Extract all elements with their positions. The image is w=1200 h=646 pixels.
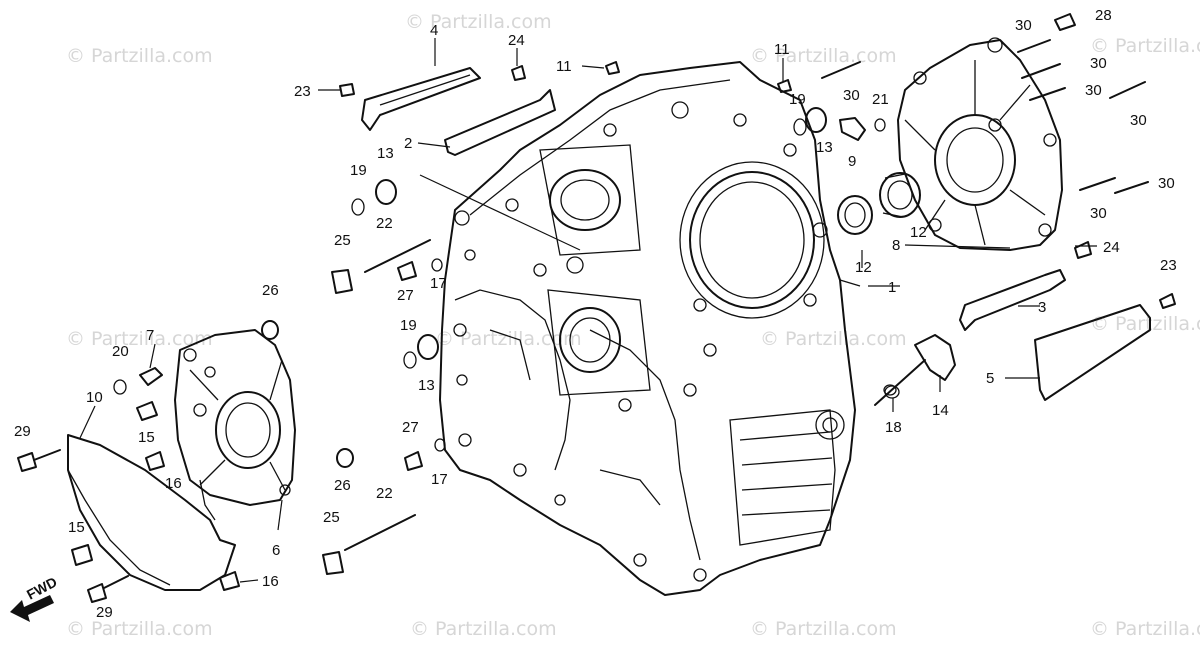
small-parts	[17, 13, 1176, 603]
leader-lines	[79, 38, 1097, 583]
callout-8: 8	[892, 237, 900, 254]
callout-28: 28	[1095, 7, 1112, 24]
callout-14: 14	[932, 402, 949, 419]
watermark: © Partzilla.com	[66, 328, 213, 350]
callout-12: 12	[910, 224, 927, 241]
callout-15: 15	[68, 519, 85, 536]
oil-seals	[837, 172, 921, 235]
callout-27: 27	[402, 419, 419, 436]
callout-29: 29	[96, 604, 113, 621]
callout-13: 13	[816, 139, 833, 156]
watermarks: © Partzilla.com © Partzilla.com © Partzi…	[66, 11, 1200, 640]
watermark: © Partzilla.com	[66, 618, 213, 640]
turbo-logo-text: CX TURBO	[1055, 334, 1120, 370]
callout-13: 13	[377, 145, 394, 162]
callout-15: 15	[138, 429, 155, 446]
callout-17: 17	[431, 471, 448, 488]
callout-30: 30	[843, 87, 860, 104]
callout-23: 23	[1160, 257, 1177, 274]
callout-26: 26	[334, 477, 351, 494]
callout-19: 19	[789, 91, 806, 108]
watermark: © Partzilla.com	[750, 618, 897, 640]
callout-6: 6	[272, 542, 280, 559]
callout-11: 11	[774, 41, 790, 58]
watermark: © Partzilla.com	[760, 328, 907, 350]
callouts: 4 24 11 11 30 28 30 30 30 30 30 30 30 23…	[14, 7, 1177, 621]
callout-19: 19	[400, 317, 417, 334]
watermark: © Partzilla.com	[1090, 618, 1200, 640]
rear-cover	[897, 37, 1063, 251]
callout-30: 30	[1130, 112, 1147, 129]
callout-30: 30	[1090, 55, 1107, 72]
callout-9: 9	[848, 153, 856, 170]
callout-2: 2	[404, 135, 412, 152]
callout-27: 27	[397, 287, 414, 304]
watermark: © Partzilla.com	[410, 618, 557, 640]
callout-17: 17	[430, 275, 447, 292]
watermark: © Partzilla.com	[405, 11, 552, 33]
callout-30: 30	[1090, 205, 1107, 222]
upper-brackets	[361, 67, 556, 156]
callout-20: 20	[112, 343, 129, 360]
callout-25: 25	[334, 232, 351, 249]
crankcase	[439, 61, 856, 596]
callout-13: 13	[418, 377, 435, 394]
callout-3: 3	[1038, 299, 1046, 316]
watermark: © Partzilla.com	[435, 328, 582, 350]
callout-1: 1	[888, 279, 896, 296]
callout-18: 18	[885, 419, 902, 436]
watermark: © Partzilla.com	[750, 45, 897, 67]
callout-19: 19	[350, 162, 367, 179]
callout-16: 16	[165, 475, 182, 492]
callout-10: 10	[86, 389, 103, 406]
callout-7: 7	[146, 327, 154, 344]
fwd-arrow: FWD	[10, 574, 60, 622]
callout-23: 23	[294, 83, 311, 100]
callout-4: 4	[430, 22, 438, 39]
callout-30: 30	[1085, 82, 1102, 99]
callout-29: 29	[14, 423, 31, 440]
callout-5: 5	[986, 370, 994, 387]
fwd-label: FWD	[24, 574, 60, 603]
callout-30: 30	[1158, 175, 1175, 192]
callout-22: 22	[376, 215, 393, 232]
callout-12: 12	[855, 259, 872, 276]
callout-26: 26	[262, 282, 279, 299]
callout-30: 30	[1015, 17, 1032, 34]
callout-24: 24	[508, 32, 525, 49]
callout-24: 24	[1103, 239, 1120, 256]
front-cover	[174, 329, 296, 506]
callout-11: 11	[556, 58, 572, 75]
watermark: © Partzilla.com	[1090, 35, 1200, 57]
watermark: © Partzilla.com	[66, 45, 213, 67]
watermark: © Partzilla.com	[1090, 313, 1200, 335]
callout-22: 22	[376, 485, 393, 502]
callout-21: 21	[872, 91, 889, 108]
guard-plate	[67, 434, 236, 591]
callout-16: 16	[262, 573, 279, 590]
callout-25: 25	[323, 509, 340, 526]
dipstick	[874, 334, 956, 406]
